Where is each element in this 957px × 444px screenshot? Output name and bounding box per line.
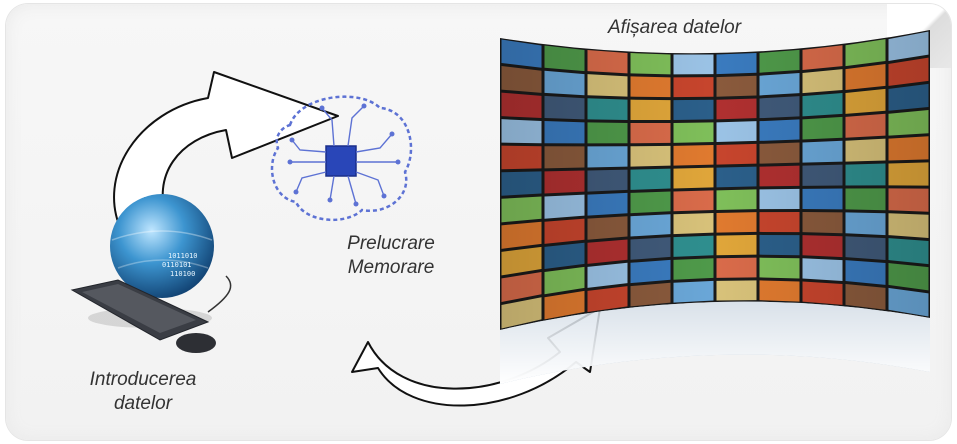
computer-globe-icon: 1011010 0110101 110100 <box>70 194 232 353</box>
video-wall-icon <box>500 30 930 384</box>
brain-circuit-icon <box>270 95 413 222</box>
svg-text:110100: 110100 <box>170 270 195 278</box>
arrow-process-to-display <box>351 307 601 407</box>
mouse <box>176 333 216 353</box>
svg-text:0110101: 0110101 <box>162 261 192 269</box>
svg-text:1011010: 1011010 <box>168 252 198 260</box>
arrow-input-to-process <box>113 71 339 233</box>
label-input: Introducerea datelor <box>89 369 197 414</box>
label-display: Afișarea datelor <box>608 17 742 38</box>
label-process: Prelucrare Memorare <box>347 233 435 278</box>
